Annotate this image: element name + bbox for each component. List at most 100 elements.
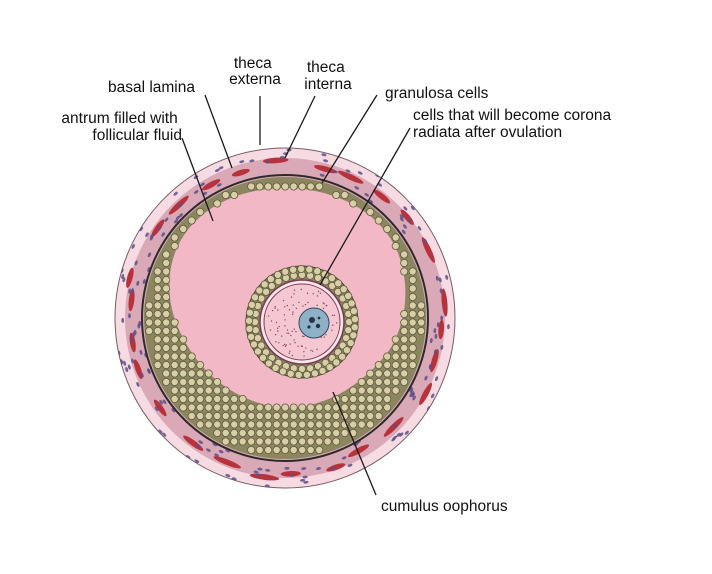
ooplasm-granule	[276, 322, 277, 323]
granulosa-cell	[401, 370, 408, 377]
ooplasm-granule	[270, 329, 271, 330]
ooplasm-granule	[290, 335, 291, 336]
ooplasm-granule	[274, 307, 275, 308]
granulosa-cell	[316, 421, 323, 428]
granulosa-cell	[197, 378, 204, 385]
granulosa-cell	[401, 378, 408, 385]
granulosa-cell	[341, 395, 348, 402]
granulosa-cell	[392, 378, 399, 385]
granulosa-cell	[248, 183, 255, 190]
granulosa-cell	[222, 395, 229, 402]
granulosa-cell	[273, 404, 280, 411]
granulosa-cell	[231, 438, 238, 445]
ooplasm-granule	[287, 305, 288, 306]
corona-cell	[246, 309, 253, 316]
granulosa-cell	[350, 404, 357, 411]
granulosa-cell	[214, 421, 221, 428]
corona-cell	[251, 294, 258, 301]
granulosa-cell	[154, 276, 161, 283]
granulosa-cell	[231, 191, 238, 198]
corona-cell	[261, 281, 268, 288]
granulosa-cell	[401, 361, 408, 368]
granulosa-cell	[163, 344, 170, 351]
label-cumulus-oophorus: cumulus oophorus	[381, 498, 508, 515]
corona-cell	[274, 271, 281, 278]
ooplasm-granule	[286, 332, 287, 333]
label-antrum: antrum filled with follicular fluid	[61, 110, 182, 144]
corona-cell	[245, 317, 252, 324]
ooplasm-granule	[281, 335, 282, 336]
granulosa-cell	[367, 421, 374, 428]
granulosa-cell	[409, 344, 416, 351]
ooplasm-granule	[291, 296, 292, 297]
granulosa-cell	[282, 183, 289, 190]
granulosa-cell	[163, 319, 170, 326]
corona-cell	[314, 274, 321, 281]
ooplasm-granule	[316, 349, 317, 350]
granulosa-cell	[307, 429, 314, 436]
granulosa-cell	[197, 421, 204, 428]
granulosa-cell	[273, 429, 280, 436]
granulosa-cell	[273, 421, 280, 428]
granulosa-cell	[256, 404, 263, 411]
granulosa-cell	[188, 404, 195, 411]
follicle-illustration	[115, 148, 455, 488]
granulosa-cell	[418, 302, 425, 309]
granulosa-cell	[180, 344, 187, 351]
granulosa-cell	[307, 446, 314, 453]
granulosa-cell	[163, 302, 170, 309]
granulosa-cell	[367, 370, 374, 377]
granulosa-cell	[256, 438, 263, 445]
corona-cell	[319, 367, 326, 374]
granulosa-cell	[307, 438, 314, 445]
corona-cell	[272, 364, 279, 371]
granulosa-cell	[171, 395, 178, 402]
granulosa-cell	[324, 404, 331, 411]
granulosa-cell	[205, 421, 212, 428]
granulosa-cell	[316, 438, 323, 445]
ooplasm-granule	[302, 305, 303, 306]
ooplasm-granule	[294, 328, 295, 329]
granulosa-cell	[197, 208, 204, 215]
ooplasm-granule	[278, 342, 279, 343]
granulosa-cell	[282, 412, 289, 419]
granulosa-cell	[197, 387, 204, 394]
granulosa-cell	[409, 302, 416, 309]
granulosa-cell	[239, 412, 246, 419]
granulosa-cell	[171, 327, 178, 334]
granulosa-cell	[214, 429, 221, 436]
granulosa-cell	[188, 395, 195, 402]
granulosa-cell	[248, 446, 255, 453]
ooplasm-granule	[326, 305, 327, 306]
ooplasm-granule	[302, 336, 303, 337]
ooplasm-granule	[292, 311, 293, 312]
granulosa-cell	[401, 310, 408, 317]
granulosa-cell	[341, 191, 348, 198]
corona-cell	[290, 266, 297, 273]
granulosa-cell	[154, 302, 161, 309]
ooplasm-granule	[275, 306, 276, 307]
granulosa-cell	[392, 353, 399, 360]
granulosa-cell	[180, 361, 187, 368]
corona-cell	[328, 275, 335, 282]
corona-cell	[295, 371, 302, 378]
ooplasm-granule	[305, 347, 306, 348]
granulosa-cell	[324, 429, 331, 436]
granulosa-cell	[180, 387, 187, 394]
granulosa-cell	[163, 378, 170, 385]
granulosa-cell	[197, 404, 204, 411]
granulosa-cell	[282, 421, 289, 428]
granulosa-cell	[171, 344, 178, 351]
ooplasm-granule	[292, 331, 293, 332]
granulosa-cell	[231, 404, 238, 411]
granulosa-cell	[188, 378, 195, 385]
corona-cell	[267, 276, 274, 283]
granulosa-cell	[401, 336, 408, 343]
ooplasm-granule	[292, 314, 293, 315]
corona-cell	[345, 292, 352, 299]
granulosa-cell	[248, 421, 255, 428]
corona-cell	[298, 265, 305, 272]
granulosa-cell	[384, 378, 391, 385]
ooplasm-granule	[290, 343, 291, 344]
